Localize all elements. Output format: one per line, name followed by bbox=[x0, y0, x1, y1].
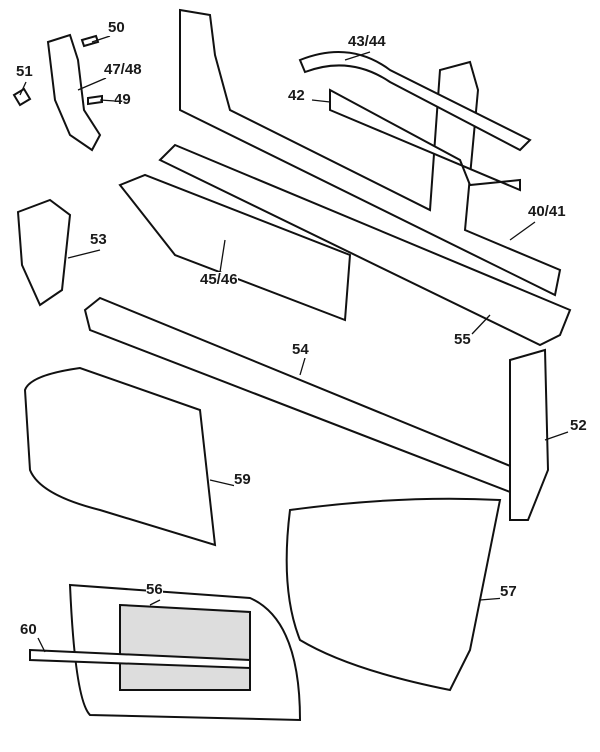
part-56-grille bbox=[119, 603, 251, 691]
part-40-41 bbox=[179, 8, 562, 297]
callout-59: 59 bbox=[234, 471, 251, 488]
callout-51: 51 bbox=[16, 63, 33, 80]
part-52 bbox=[509, 348, 550, 521]
part-43-44 bbox=[298, 51, 532, 152]
part-45-46 bbox=[118, 173, 352, 322]
callout-52: 52 bbox=[570, 417, 587, 434]
part-51 bbox=[12, 87, 32, 107]
callout-40-41: 40/41 bbox=[528, 203, 566, 220]
part-42 bbox=[329, 88, 521, 192]
part-49 bbox=[87, 94, 103, 106]
callout-50: 50 bbox=[108, 19, 125, 36]
callout-49: 49 bbox=[114, 91, 131, 108]
part-47-48 bbox=[46, 33, 102, 152]
callout-56: 56 bbox=[146, 581, 163, 598]
part-55 bbox=[158, 143, 572, 347]
part-57 bbox=[285, 497, 502, 692]
callout-60: 60 bbox=[20, 621, 37, 638]
callout-55: 55 bbox=[454, 331, 471, 348]
callout-53: 53 bbox=[90, 231, 107, 248]
part-53 bbox=[16, 198, 72, 307]
callout-42: 42 bbox=[288, 87, 305, 104]
leader-lines bbox=[19, 35, 569, 653]
part-60 bbox=[29, 648, 251, 670]
callout-57: 57 bbox=[500, 583, 517, 600]
callout-54: 54 bbox=[292, 341, 309, 358]
callout-43-44: 43/44 bbox=[348, 33, 386, 50]
callout-45-46: 45/46 bbox=[200, 271, 238, 288]
part-50 bbox=[80, 34, 100, 48]
part-59 bbox=[23, 366, 217, 547]
callout-47-48: 47/48 bbox=[104, 61, 142, 78]
